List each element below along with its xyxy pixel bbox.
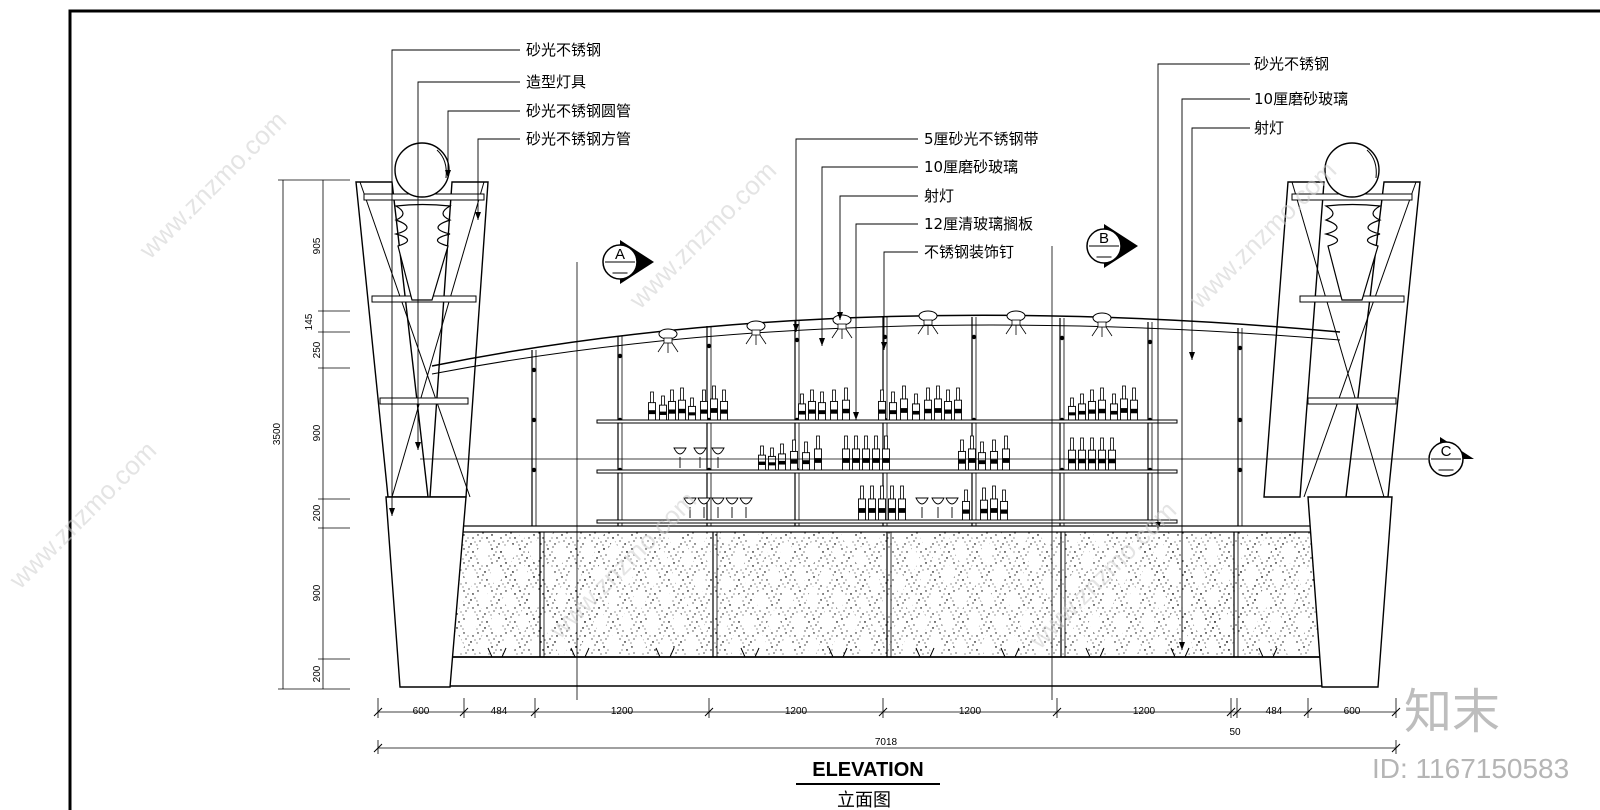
leader-lines (391, 49, 1250, 650)
label-center-0: 5厘砂光不锈钢带 (924, 130, 1039, 148)
counter-top (419, 525, 1351, 533)
label-left-3: 砂光不锈钢方管 (526, 130, 631, 148)
left-globe-lamp (394, 142, 450, 198)
vertical-dimensions (278, 179, 350, 690)
label-right-0: 砂光不锈钢 (1254, 55, 1329, 73)
hdim-2: 1200 (611, 706, 634, 717)
label-left-1: 造型灯具 (526, 73, 586, 91)
section-mark-b: B — (1086, 224, 1138, 268)
hdim-0: 600 (413, 706, 430, 717)
sheet-border (68, 9, 1600, 810)
bottle-display (648, 385, 1138, 521)
vdim-905: 905 (312, 237, 323, 254)
section-mark-a: A — (602, 240, 654, 284)
brand-logo: 知末 (1404, 684, 1500, 740)
label-left-0: 砂光不锈钢 (526, 41, 601, 59)
right-label-group: 砂光不锈钢 10厘磨砂玻璃 射灯 (1254, 55, 1348, 137)
vdim-200b: 200 (312, 665, 323, 682)
vdim-900b: 900 (312, 584, 323, 601)
label-center-1: 10厘磨砂玻璃 (924, 158, 1018, 176)
label-left-2: 砂光不锈钢圆管 (526, 102, 631, 120)
hdim-1: 484 (491, 706, 508, 717)
vdim-total: 3500 (272, 422, 283, 445)
svg-text:www.znzmo.com: www.znzmo.com (132, 105, 292, 265)
right-tower (1263, 142, 1421, 688)
image-id: ID: 1167150583 (1372, 753, 1569, 784)
label-center-3: 12厘清玻璃搁板 (924, 215, 1033, 233)
drawing-subtitle: 立面图 (837, 790, 891, 810)
svg-text:www.znzmo.com: www.znzmo.com (2, 435, 162, 595)
svg-text:—: — (613, 264, 628, 281)
spotlights (657, 310, 1113, 353)
svg-text:C: C (1441, 443, 1452, 460)
label-center-4: 不锈钢装饰钉 (924, 243, 1014, 261)
vdim-200a: 200 (312, 504, 323, 521)
right-globe-lamp (1324, 142, 1380, 198)
label-center-2: 射灯 (924, 187, 954, 205)
counter-front (449, 529, 1323, 658)
hdim-7: 600 (1344, 706, 1361, 717)
center-label-group: 5厘砂光不锈钢带 10厘磨砂玻璃 射灯 12厘清玻璃搁板 不锈钢装饰钉 (924, 130, 1039, 261)
drawing-title: ELEVATION (812, 759, 923, 781)
hdim-total: 7018 (875, 737, 898, 748)
vdim-250: 250 (312, 341, 323, 358)
left-label-group: 砂光不锈钢 造型灯具 砂光不锈钢圆管 砂光不锈钢方管 (526, 41, 631, 148)
label-right-1: 10厘磨砂玻璃 (1254, 90, 1348, 108)
svg-text:—: — (1439, 461, 1454, 478)
svg-text:—: — (1097, 248, 1112, 265)
hdim-5: 1200 (1133, 706, 1156, 717)
hdim-small: 50 (1229, 727, 1241, 738)
section-mark-c: C — (1428, 437, 1474, 478)
arch-canopy (431, 314, 1341, 526)
hdim-3: 1200 (785, 706, 808, 717)
label-right-2: 射灯 (1254, 119, 1284, 137)
base-plinth (421, 656, 1353, 687)
vdim-900a: 900 (312, 424, 323, 441)
svg-text:www.znzmo.com: www.znzmo.com (622, 155, 782, 315)
hdim-6: 484 (1266, 706, 1283, 717)
hdim-4: 1200 (959, 706, 982, 717)
svg-text:A: A (615, 246, 625, 263)
svg-text:B: B (1099, 230, 1109, 247)
vdim-145: 145 (304, 313, 315, 330)
svg-text:www.znzmo.com: www.znzmo.com (1182, 155, 1342, 315)
horizontal-dimensions (373, 698, 1401, 754)
left-tower (355, 142, 489, 688)
